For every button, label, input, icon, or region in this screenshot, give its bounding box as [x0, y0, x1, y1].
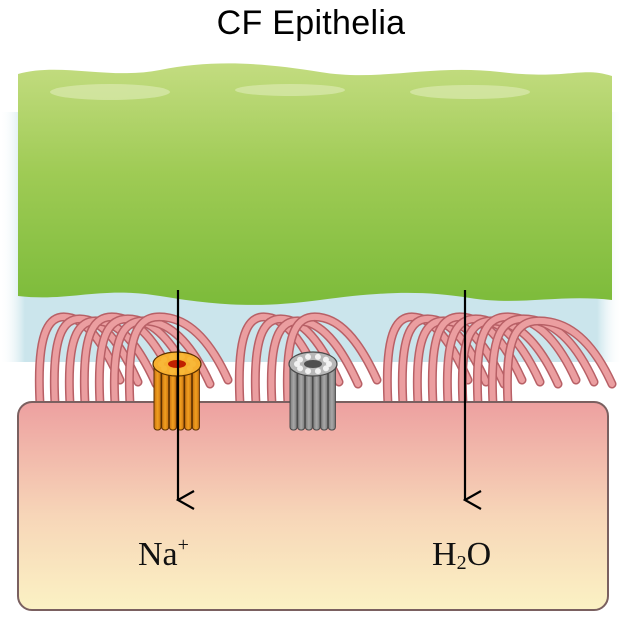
mucus-highlights	[50, 84, 530, 100]
channel-subunit-top	[297, 356, 304, 363]
enac-channel	[152, 351, 202, 431]
mucus-layer	[18, 63, 612, 305]
channel-subunit-top	[178, 353, 185, 360]
channel-subunit	[327, 363, 336, 431]
channel-subunit-top	[326, 361, 332, 367]
channel-subunit-top	[297, 365, 304, 372]
channel-subunit-top	[314, 353, 321, 360]
channel-subunit-top	[186, 356, 193, 363]
channel-subunit-top	[294, 361, 300, 367]
water-label: H2O	[432, 536, 491, 574]
channel-subunit-top	[314, 368, 321, 375]
channel-subunit-top	[305, 368, 312, 375]
channel-subunit	[289, 363, 298, 431]
cilium	[126, 313, 231, 407]
channel-subunit-top	[322, 356, 329, 363]
channel-subunit-top	[158, 361, 164, 367]
channel-subunit-top	[161, 365, 168, 372]
channel-subunit-top	[161, 356, 168, 363]
channel-subunit-top	[186, 365, 193, 372]
channel-subunit	[191, 363, 200, 431]
channel-subunit	[153, 363, 162, 431]
cftr-channel	[288, 351, 338, 431]
channel-subunit-top	[305, 353, 312, 360]
cilium	[504, 317, 615, 407]
epithelial-cell	[17, 401, 609, 611]
channel-pore	[304, 360, 322, 368]
channel-subunit-top	[169, 368, 176, 375]
channel-subunit-top	[169, 353, 176, 360]
channel-subunit-top	[322, 365, 329, 372]
cilium	[284, 313, 380, 407]
sodium-label: Na+	[138, 534, 189, 573]
channel-subunit-top	[190, 361, 196, 367]
figure-title: CF Epithelia	[216, 4, 406, 42]
channel-subunit-top	[178, 368, 185, 375]
